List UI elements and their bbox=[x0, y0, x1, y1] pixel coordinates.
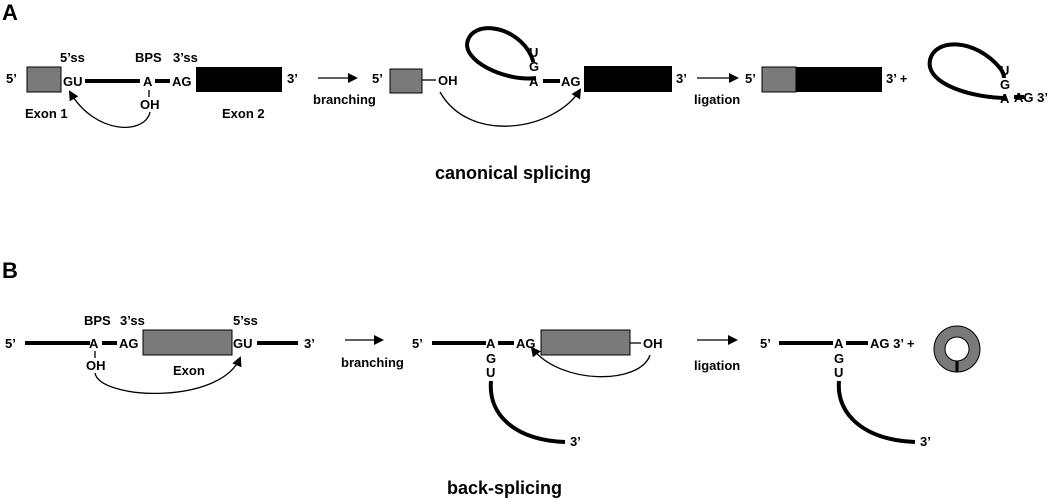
b-mid-oh: OH bbox=[643, 336, 663, 351]
b-mid-tail bbox=[488, 380, 566, 444]
a-mid-5prime: 5’ bbox=[372, 71, 383, 86]
b-attack-arrow-1 bbox=[94, 356, 242, 395]
b-mid-3prime: 3’ bbox=[570, 434, 581, 449]
b-prod-a: A bbox=[834, 336, 844, 351]
a-mid-lariat bbox=[465, 26, 537, 81]
a-branch-a: A bbox=[143, 74, 153, 89]
a-prod-exon2-box bbox=[796, 67, 882, 92]
a-prod-g: G bbox=[1000, 77, 1010, 92]
b-mid-exon-box bbox=[540, 329, 631, 356]
a-ag: AG bbox=[172, 74, 192, 89]
a-mid-a: A bbox=[529, 74, 539, 89]
b-prod-ag3plus: AG 3’ + bbox=[870, 336, 915, 351]
a-step2-label: ligation bbox=[694, 92, 740, 107]
a-mid-ag: AG bbox=[561, 74, 581, 89]
a-mid-g: G bbox=[529, 59, 539, 74]
b-3ss-label: 3’ss bbox=[120, 313, 145, 328]
b-exon-box bbox=[142, 329, 233, 356]
a-mid-3prime: 3’ bbox=[676, 71, 687, 86]
b-caption: back-splicing bbox=[447, 478, 562, 498]
b-step1-label: branching bbox=[341, 355, 404, 370]
a-prod-3prime-plus: 3’ + bbox=[886, 71, 908, 86]
a-caption: canonical splicing bbox=[435, 163, 591, 183]
b-prod-u: U bbox=[834, 365, 843, 380]
b-mid-a: A bbox=[486, 336, 496, 351]
a-prod-ag3: AG 3’ bbox=[1014, 90, 1048, 105]
b-branch-a: A bbox=[89, 336, 99, 351]
a-attack-arrow-1 bbox=[68, 90, 151, 128]
a-prod-lariat bbox=[927, 42, 1007, 100]
a-mid-exon2-box bbox=[584, 66, 672, 92]
b-oh: OH bbox=[86, 358, 106, 373]
b-pre-3prime: 3’ bbox=[304, 336, 315, 351]
a-prod-5prime: 5’ bbox=[745, 71, 756, 86]
b-mid-5prime: 5’ bbox=[412, 336, 423, 351]
b-ag: AG bbox=[119, 336, 139, 351]
a-exon2-label: Exon 2 bbox=[222, 106, 265, 121]
b-mid-ag: AG bbox=[516, 336, 536, 351]
a-pre-3prime: 3’ bbox=[287, 71, 298, 86]
b-exon-label: Exon bbox=[173, 363, 205, 378]
b-5ss-label: 5’ss bbox=[233, 313, 258, 328]
b-gu: GU bbox=[233, 336, 253, 351]
a-oh: OH bbox=[140, 97, 160, 112]
a-prod-exon1-box bbox=[761, 66, 797, 93]
b-prod-tail bbox=[836, 380, 916, 444]
b-prod-5prime: 5’ bbox=[760, 336, 771, 351]
a-3ss-label: 3’ss bbox=[173, 50, 198, 65]
a-gu: GU bbox=[63, 74, 83, 89]
panel-a-label: A bbox=[2, 0, 18, 25]
a-step1-label: branching bbox=[313, 92, 376, 107]
b-prod-3prime: 3’ bbox=[920, 434, 931, 449]
b-bps-label: BPS bbox=[84, 313, 111, 328]
a-attack-arrow-2 bbox=[439, 88, 582, 127]
a-prod-u: U bbox=[1000, 63, 1009, 78]
a-mid-u: U bbox=[529, 45, 538, 60]
panel-b-label: B bbox=[2, 258, 18, 283]
b-step2-label: ligation bbox=[694, 358, 740, 373]
a-exon1-label: Exon 1 bbox=[25, 106, 68, 121]
b-mid-g: G bbox=[486, 351, 496, 366]
b-attack-arrow-2 bbox=[530, 346, 651, 378]
a-mid-oh: OH bbox=[438, 73, 458, 88]
b-pre-5prime: 5’ bbox=[5, 336, 16, 351]
b-prod-g: G bbox=[834, 351, 844, 366]
a-pre-5prime: 5’ bbox=[6, 71, 17, 86]
b-circular-rna bbox=[933, 325, 981, 373]
b-mid-u: U bbox=[486, 365, 495, 380]
a-exon2-box bbox=[196, 67, 282, 92]
a-prod-a: A bbox=[1000, 91, 1010, 106]
a-exon1-box bbox=[26, 66, 62, 93]
a-mid-exon1-box bbox=[389, 68, 423, 94]
a-bps-label: BPS bbox=[135, 50, 162, 65]
a-5ss-label: 5’ss bbox=[60, 50, 85, 65]
